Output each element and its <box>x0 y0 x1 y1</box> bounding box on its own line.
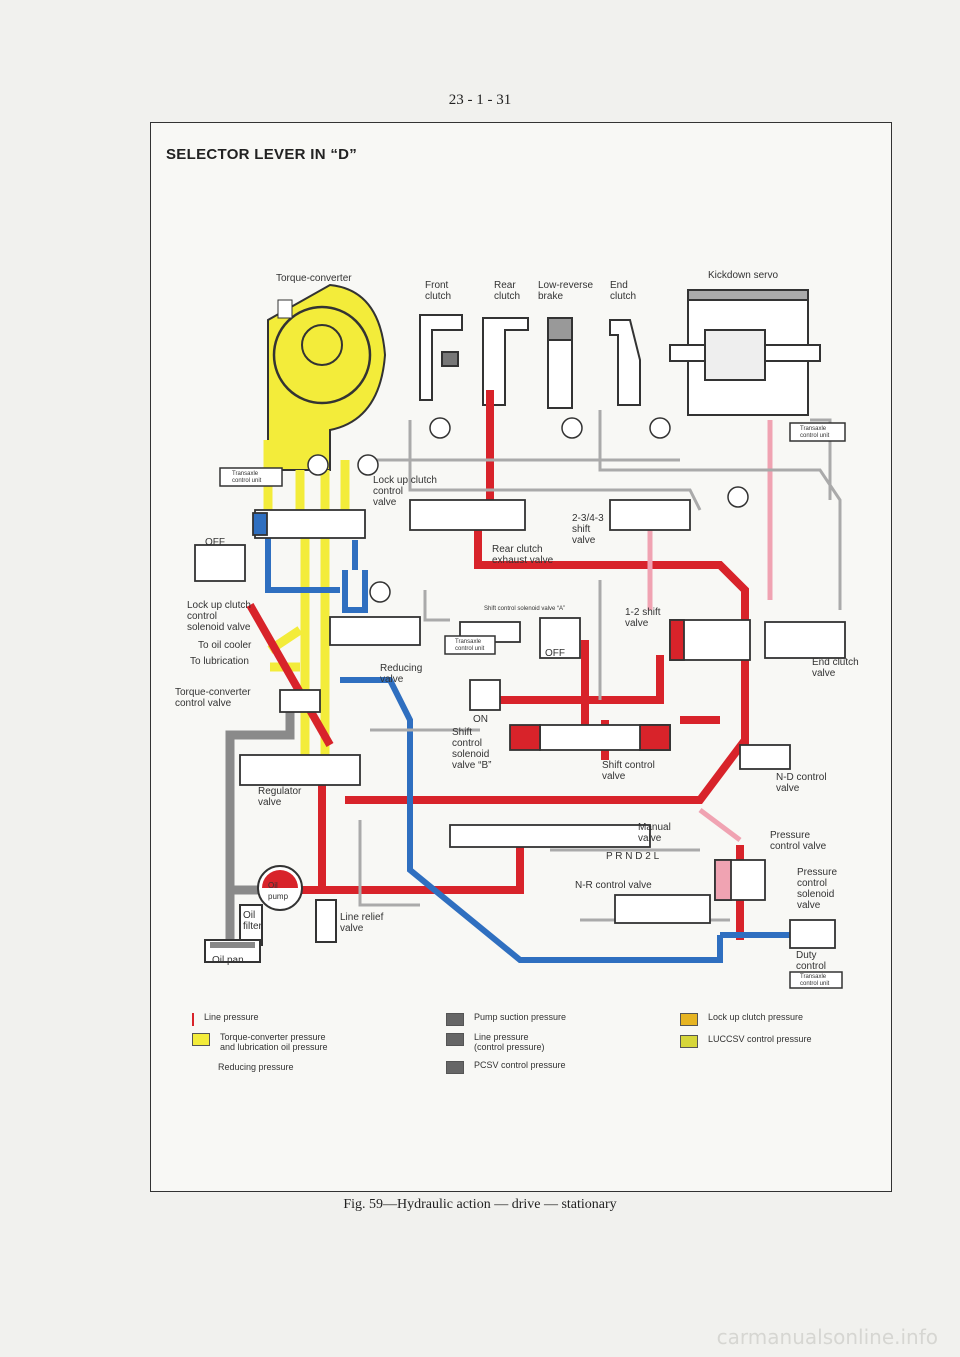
clutch-shapes <box>419 314 641 409</box>
legend-text: Pump suction pressure <box>474 1012 567 1022</box>
label-duty-control: Duty control <box>796 950 827 972</box>
page-number: 23 - 1 - 31 <box>448 92 512 108</box>
label-transaxle-unit-4: Transaxle control unit <box>800 974 830 987</box>
legend-lockup: Lock up clutch pressure <box>680 1012 803 1026</box>
label-shift-solenoid-a: Shift control solenoid valve “A” <box>484 606 566 612</box>
label-front-clutch: Front clutch <box>425 280 452 302</box>
label-line-relief: Line relief valve <box>340 912 384 934</box>
label-off-2: OFF <box>545 648 565 659</box>
label-end-clutch-valve: End clutch valve <box>812 657 859 679</box>
label-reducing-valve: Reducing valve <box>380 663 423 685</box>
reducing-pressure-lines <box>647 420 773 842</box>
watermark: carmanualsonline.info <box>716 1325 938 1349</box>
label-end-clutch: End clutch <box>610 280 637 302</box>
label-oil-filter: Oil filter <box>243 910 262 932</box>
label-off: OFF <box>205 537 225 548</box>
legend-pump-suction: Pump suction pressure <box>446 1012 566 1026</box>
label-kickdown-servo: Kickdown servo <box>708 270 779 281</box>
legend-text: Torque-converter pressure and lubricatio… <box>220 1032 328 1052</box>
label-transaxle-unit-2: Transaxle control unit <box>800 426 830 439</box>
label-shift-234: 2-3/4-3 shift valve <box>572 513 604 546</box>
legend-reducing: Reducing pressure <box>218 1062 294 1072</box>
label-prnd: P R N D 2 L <box>606 851 660 862</box>
label-pressure-control-valve: Pressure control valve <box>770 830 827 852</box>
label-transaxle-unit-3: Transaxle control unit <box>455 639 485 652</box>
label-oil-pan: Oil pan <box>212 955 244 966</box>
legend-text: Lock up clutch pressure <box>708 1012 804 1022</box>
label-lockup-solenoid: Lock up clutch control solenoid valve <box>187 600 251 633</box>
control-pressure-lines <box>265 520 790 963</box>
label-tc-control-valve: Torque-converter control valve <box>175 687 251 709</box>
transaxle-control-units <box>219 422 846 989</box>
label-torque-converter: Torque-converter <box>276 273 352 284</box>
label-shift-12: 1-2 shift valve <box>625 607 661 629</box>
torque-converter-shape <box>267 283 387 471</box>
label-oil-pump: Oil pump <box>268 881 289 901</box>
label-pcsv: Pressure control solenoid valve <box>797 867 838 911</box>
legend-text: LUCCSV control pressure <box>708 1034 812 1044</box>
figure-caption: Fig. 59—Hydraulic action — drive — stati… <box>343 1197 617 1212</box>
label-shift-control-valve: Shift control valve <box>602 760 655 782</box>
legend-line-control: Line pressure (control pressure) <box>446 1032 545 1052</box>
legend-text: PCSV control pressure <box>474 1060 566 1070</box>
valve-bodies <box>194 499 846 949</box>
legend-torque-converter: Torque-converter pressure and lubricatio… <box>192 1032 328 1052</box>
pump-suction-lines <box>225 705 295 940</box>
label-regulator-valve: Regulator valve <box>258 786 302 808</box>
pressure-gauges <box>307 417 749 603</box>
legend-luccsv: LUCCSV control pressure <box>680 1034 812 1048</box>
label-lockup-valve: Lock up clutch control valve <box>373 475 437 508</box>
label-manual-valve: Manual valve <box>638 822 671 844</box>
label-rear-clutch-exhaust: Rear clutch exhaust valve <box>492 544 554 566</box>
legend-pcsv: PCSV control pressure <box>446 1060 566 1074</box>
label-shift-solenoid-b: Shift control solenoid valve “B” <box>452 727 492 771</box>
figure-title: SELECTOR LEVER IN “D” <box>166 146 358 163</box>
pump-components <box>204 865 337 963</box>
label-nr-control: N-R control valve <box>575 880 652 891</box>
label-nd-control: N-D control valve <box>776 772 827 794</box>
legend-text: Line pressure (control pressure) <box>474 1032 545 1052</box>
label-low-reverse-brake: Low-reverse brake <box>538 280 594 302</box>
label-rear-clutch: Rear clutch <box>494 280 521 302</box>
label-on: ON <box>473 714 488 725</box>
label-lubrication: To lubrication <box>190 656 249 667</box>
label-transaxle-unit-1: Transaxle control unit <box>232 471 262 484</box>
kickdown-servo-shape <box>669 289 821 416</box>
legend-text: Reducing pressure <box>218 1062 294 1072</box>
legend-line-pressure: Line pressure <box>192 1012 259 1026</box>
label-oil-cooler: To oil cooler <box>198 640 252 651</box>
legend-text: Line pressure <box>204 1012 259 1022</box>
